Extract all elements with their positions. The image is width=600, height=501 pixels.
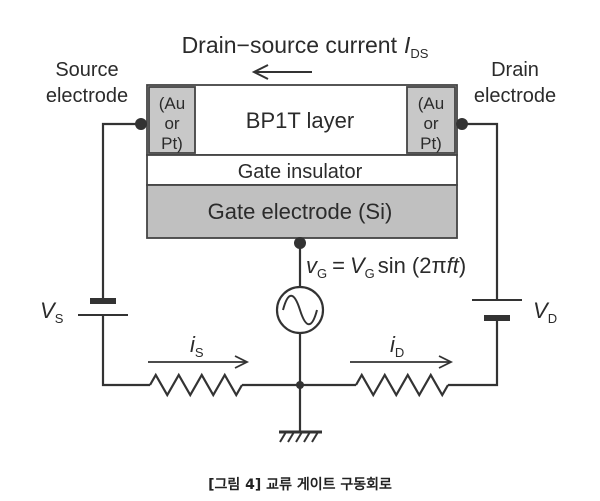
drain-voltage-label: VD (533, 298, 557, 326)
drain-contact-material-3: Pt) (420, 134, 442, 153)
drain-wire-upper (462, 122, 499, 300)
transistor-device: (Au or Pt) (Au or Pt) BP1T layer Gate in… (146, 84, 458, 239)
drain-wire-lower (448, 318, 499, 387)
source-wire-lower (101, 315, 150, 387)
ground-hatch (295, 431, 303, 443)
drain-current-symbol: i (390, 332, 396, 357)
gate-equals: = (332, 253, 345, 278)
source-contact-pad (148, 86, 196, 154)
current-direction-arrow (251, 64, 312, 80)
ground-hatch (303, 431, 311, 443)
drain-voltage-symbol: V (533, 298, 550, 323)
gate-arg-var: ft (447, 253, 460, 278)
junction-dot (296, 381, 304, 389)
drain-current-arrow (350, 355, 454, 369)
drain-electrode-label-line1: Drain (491, 59, 539, 81)
gate-insulator-label: Gate insulator (238, 161, 363, 183)
ground-hatch (311, 431, 319, 443)
drain-voltage-subscript: D (548, 311, 557, 326)
channel-layer-label: BP1T layer (246, 108, 354, 133)
gate-func: sin (378, 253, 406, 278)
drain-current-label: iD (390, 332, 404, 360)
ground-hatch (279, 431, 287, 443)
source-voltage-symbol: V (40, 298, 57, 323)
source-current-arrow (148, 355, 250, 369)
source-electrode-label-line1: Source (55, 59, 118, 81)
source-voltage-label: VS (40, 298, 64, 326)
drain-current-subscript: D (395, 345, 404, 360)
source-contact-material-2: or (164, 114, 179, 133)
gate-v-subscript: G (317, 266, 327, 281)
gate-amplitude-subscript: G (365, 266, 375, 281)
source-current-subscript: S (195, 345, 204, 360)
current-label-text: Drain−source current (182, 32, 398, 58)
sine-wave-icon (282, 294, 318, 326)
gate-arg-close: ) (459, 253, 466, 278)
source-contact-material-3: Pt) (161, 134, 183, 153)
drain-contact-material-1: (Au (418, 94, 444, 113)
source-contact-material-1: (Au (159, 94, 185, 113)
source-current-symbol: i (190, 332, 196, 357)
gate-electrode (146, 184, 458, 239)
arrow-head (438, 355, 454, 369)
gate-amplitude-symbol: V (350, 253, 367, 278)
drain-contact-pad (406, 86, 456, 154)
source-current-label: iS (190, 332, 204, 360)
current-subscript: DS (410, 46, 428, 61)
gate-arg-open: (2π (412, 253, 447, 278)
gate-v-symbol: v (306, 253, 319, 278)
drain-electrode-label-line2: electrode (474, 85, 556, 107)
gate-insulator (146, 154, 458, 186)
source-resistor (149, 372, 243, 398)
drain-contact-material-2: or (423, 114, 438, 133)
ground-hatch (287, 431, 295, 443)
source-electrode-label-line2: electrode (46, 85, 128, 107)
gate-electrode-label: Gate electrode (Si) (208, 199, 393, 224)
arrow-head (234, 355, 250, 369)
source-voltage-subscript: S (55, 311, 64, 326)
figure-caption: [그림 4] 교류 게이트 구동회로 (208, 476, 392, 493)
bp1t-layer (146, 84, 458, 156)
arrow-head (251, 64, 269, 80)
ground-icon (279, 430, 322, 443)
source-wire-upper (101, 122, 141, 301)
current-symbol: I (404, 32, 411, 58)
drain-resistor (355, 372, 449, 398)
